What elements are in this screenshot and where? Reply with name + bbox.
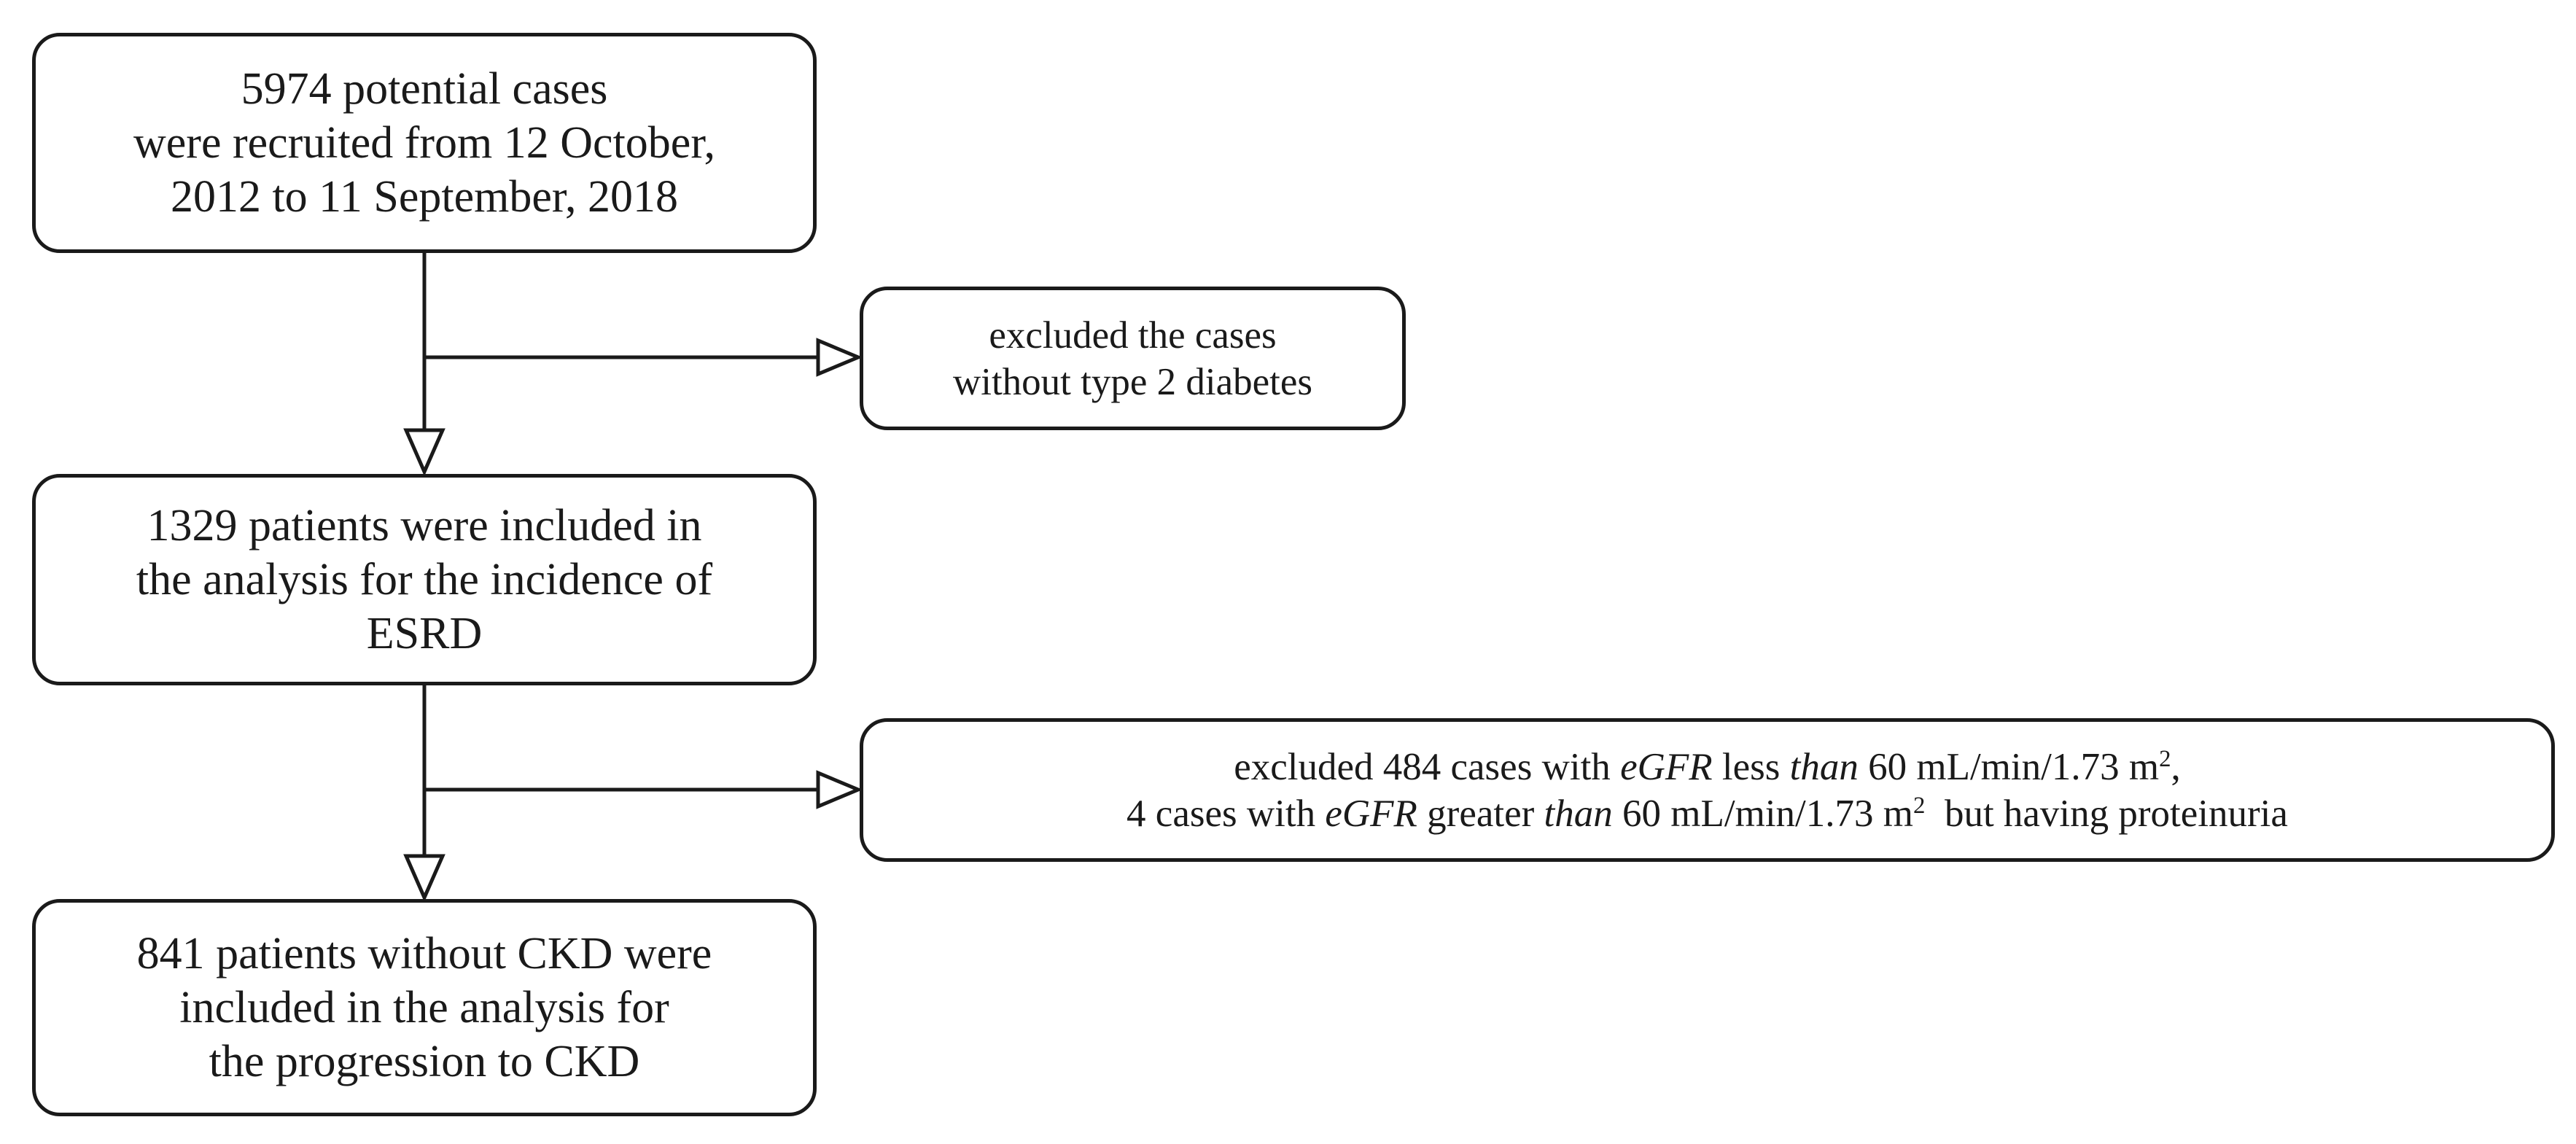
exclusion-1-line-1: excluded the cases	[989, 314, 1277, 357]
arrowhead-right-2	[816, 770, 863, 809]
recruited-cases-box: 5974 potential cases were recruited from…	[32, 33, 817, 253]
exclusion-2-line-2-sup: 2	[1913, 792, 1926, 819]
exclusion-2-line-1: excluded 484 cases with eGFR less than 6…	[1234, 744, 2181, 790]
exclusion-2-line-1-part-e: 60 mL/min/1.73 m	[1858, 745, 2160, 788]
exclusion-no-diabetes-box: excluded the cases without type 2 diabet…	[860, 287, 1406, 430]
final-ckd-analysis-box: 841 patients without CKD were included i…	[32, 899, 817, 1116]
arrowhead-right-1	[816, 338, 863, 377]
exclusion-2-line-1-part-a: excluded 484 cases with	[1234, 745, 1621, 788]
exclusion-2-line-1-than: than	[1789, 745, 1859, 788]
exclusion-2-line-2-egfr: eGFR	[1325, 792, 1417, 835]
exclusion-1-line-2: without type 2 diabetes	[952, 360, 1313, 403]
final-line-1: 841 patients without CKD were	[136, 929, 712, 978]
arrowhead-down-1	[403, 428, 445, 477]
exclusion-2-line-1-part-c: less	[1712, 745, 1790, 788]
exclusion-2-line-2: 4 cases with eGFR greater than 60 mL/min…	[1126, 790, 2288, 837]
exclusion-2-line-2-part-e: 60 mL/min/1.73 m	[1612, 792, 1913, 835]
exclusion-2-line-1-sup: 2	[2159, 745, 2171, 772]
exclusion-2-line-2-part-f: but having proteinuria	[1925, 792, 2288, 835]
included-line-3: ESRD	[366, 609, 483, 658]
included-line-1: 1329 patients were included in	[147, 501, 702, 550]
recruited-line-2: were recruited from 12 October,	[133, 118, 715, 168]
exclusion-2-line-2-than: than	[1544, 792, 1613, 835]
final-line-3: the progression to CKD	[209, 1037, 640, 1086]
exclusion-2-line-1-egfr: eGFR	[1620, 745, 1713, 788]
final-line-2: included in the analysis for	[179, 983, 669, 1032]
exclusion-2-line-2-part-a: 4 cases with	[1126, 792, 1326, 835]
recruited-line-3: 2012 to 11 September, 2018	[170, 172, 679, 222]
included-esrd-analysis-box: 1329 patients were included in the analy…	[32, 474, 817, 685]
included-line-2: the analysis for the incidence of	[136, 555, 713, 604]
exclusion-2-line-1-part-f: ,	[2171, 745, 2181, 788]
exclusion-2-line-2-part-c: greater	[1417, 792, 1544, 835]
arrowhead-down-2	[403, 854, 445, 903]
recruited-line-1: 5974 potential cases	[241, 64, 608, 114]
exclusion-egfr-box: excluded 484 cases with eGFR less than 6…	[860, 718, 2555, 862]
